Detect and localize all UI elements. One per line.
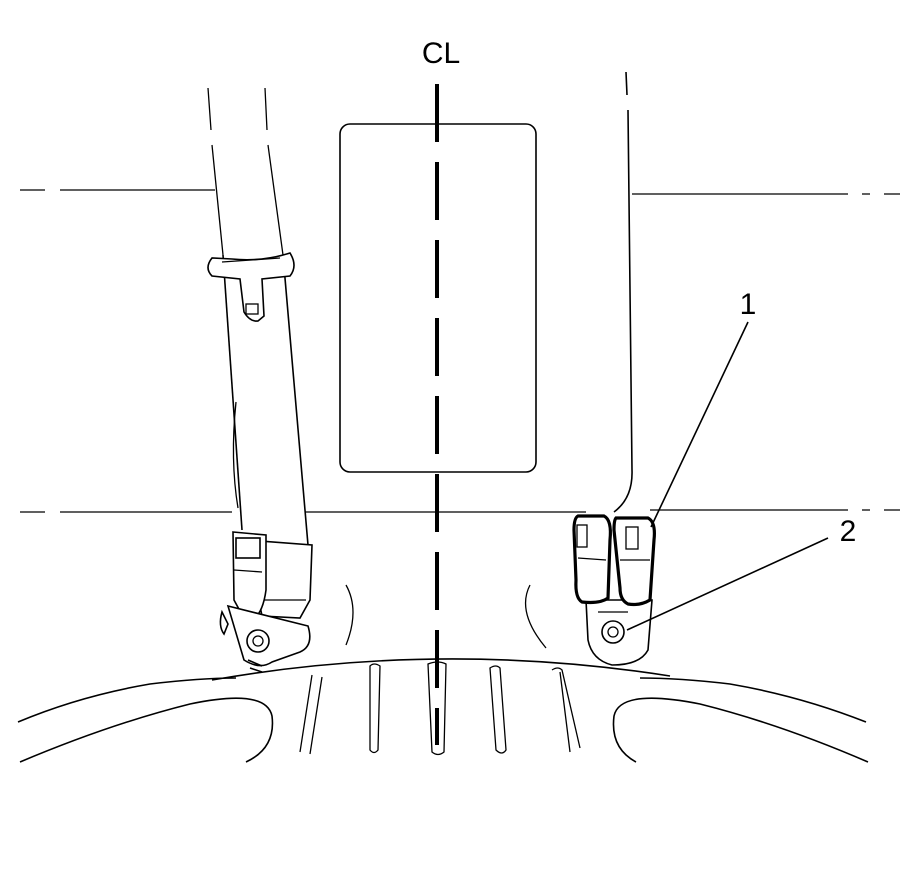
centerline-label: CL <box>422 37 460 70</box>
left-anchor-bolt <box>246 629 270 673</box>
callout-leaders <box>626 321 829 631</box>
floor-tunnel-contours <box>211 584 671 681</box>
right-anchor-bolt <box>598 611 628 644</box>
floor-ribs <box>299 661 581 756</box>
callout-1-leader <box>650 321 749 528</box>
floor-wheel-wells <box>17 677 869 763</box>
callout-2-leader <box>626 537 829 631</box>
left-seat-belt-webbing <box>207 87 309 546</box>
callout-2-label: 2 <box>840 515 857 548</box>
left-buckle-assembly <box>219 531 313 667</box>
webbing-guide-clip <box>207 252 295 322</box>
right-seat-edge <box>613 71 633 513</box>
centerline: CL <box>422 37 460 745</box>
phantom-reference-lines <box>20 189 900 513</box>
callout-1-label: 1 <box>740 288 757 321</box>
